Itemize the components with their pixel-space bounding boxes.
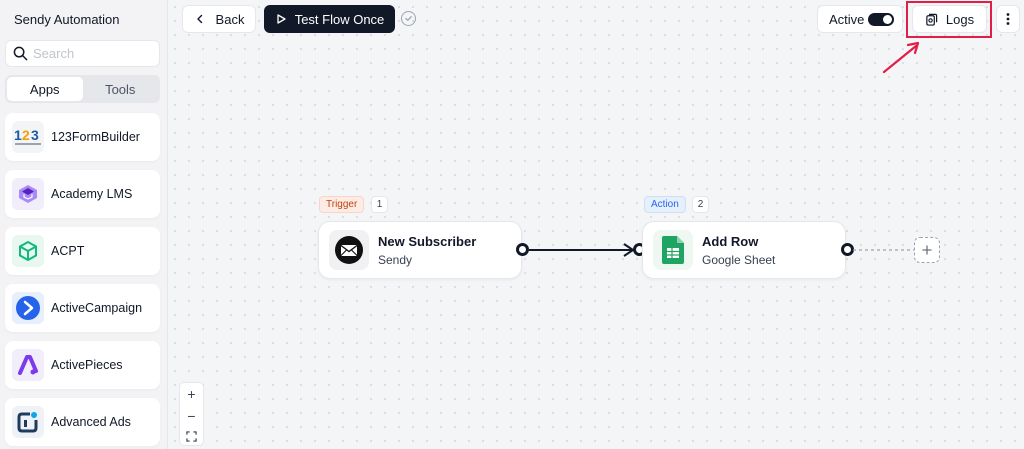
zoom-in-button[interactable]: +: [187, 386, 196, 403]
trigger-node[interactable]: New Subscriber Sendy: [318, 221, 522, 279]
action-badge: Action: [644, 196, 686, 213]
trigger-title: New Subscriber: [378, 233, 477, 249]
back-label: Back: [215, 11, 245, 27]
sidebar: Sendy Automation Apps Tools 123 123FormB…: [0, 0, 168, 449]
zoom-out-button[interactable]: −: [187, 408, 196, 425]
tab-apps[interactable]: Apps: [7, 77, 83, 101]
advanced-ads-logo-icon: [12, 406, 44, 438]
app-label: Advanced Ads: [51, 415, 131, 429]
acpt-logo-icon: [12, 235, 44, 267]
test-flow-button[interactable]: Test Flow Once: [264, 5, 395, 33]
sidebar-tabs: Apps Tools: [5, 75, 160, 103]
app-item-activecampaign[interactable]: ActiveCampaign: [5, 284, 160, 332]
svg-text:3: 3: [31, 127, 39, 143]
zoom-controls: + −: [179, 382, 204, 446]
trigger-app-icon: [329, 230, 369, 270]
plus-icon: [922, 245, 932, 255]
play-icon: [277, 14, 286, 24]
svg-text:1: 1: [14, 127, 22, 143]
app-item-activepieces[interactable]: ActivePieces: [5, 341, 160, 389]
fit-view-icon[interactable]: [186, 431, 197, 442]
app-item-advanced-ads[interactable]: Advanced Ads: [5, 398, 160, 446]
action-output-port[interactable]: [841, 243, 854, 256]
search-box[interactable]: [5, 40, 160, 67]
active-toggle[interactable]: [868, 13, 894, 26]
google-sheets-icon: [662, 236, 684, 264]
app-label: 123FormBuilder: [51, 130, 140, 144]
annotation-arrow-icon: [882, 41, 920, 74]
more-vertical-icon: [1006, 13, 1010, 25]
search-icon: [13, 46, 28, 61]
action-node[interactable]: Add Row Google Sheet: [642, 221, 846, 279]
logs-highlight-box: [906, 1, 992, 38]
step-number: 2: [692, 196, 709, 213]
action-app-icon: [653, 230, 693, 270]
academy-lms-logo-icon: [12, 178, 44, 210]
app-item-acpt[interactable]: ACPT: [5, 227, 160, 275]
app-label: ACPT: [51, 244, 85, 258]
trigger-output-port[interactable]: [516, 243, 529, 256]
app-label: ActivePieces: [51, 358, 123, 372]
chevron-left-icon: [196, 14, 202, 24]
test-flow-label: Test Flow Once: [294, 11, 385, 27]
sendy-mail-icon: [335, 236, 363, 264]
svg-text:2: 2: [22, 127, 30, 143]
trigger-app: Sendy: [378, 252, 413, 267]
logs-icon: [926, 13, 938, 26]
back-button[interactable]: Back: [182, 5, 256, 33]
sidebar-title: Sendy Automation: [14, 12, 120, 27]
app-label: ActiveCampaign: [51, 301, 143, 315]
activepieces-logo-icon: [12, 349, 44, 381]
step-number: 1: [371, 196, 388, 213]
action-app: Google Sheet: [702, 252, 776, 267]
activecampaign-logo-icon: [12, 292, 44, 324]
dashed-edge: [853, 249, 915, 251]
app-label: Academy LMS: [51, 187, 133, 201]
trigger-badge: Trigger: [319, 196, 365, 213]
connection-edge: [529, 243, 634, 257]
add-step-button[interactable]: [914, 237, 940, 263]
action-title: Add Row: [702, 233, 759, 249]
logs-button[interactable]: Logs: [912, 5, 987, 33]
flow-canvas[interactable]: [168, 0, 1024, 449]
active-label: Active: [829, 11, 865, 27]
check-circle-icon: [401, 11, 416, 26]
more-options-button[interactable]: [996, 5, 1020, 33]
search-input[interactable]: [33, 46, 153, 61]
tab-tools[interactable]: Tools: [105, 81, 136, 97]
active-toggle-group: Active: [817, 5, 903, 33]
logs-label: Logs: [945, 11, 975, 27]
app-item-academy-lms[interactable]: Academy LMS: [5, 170, 160, 218]
